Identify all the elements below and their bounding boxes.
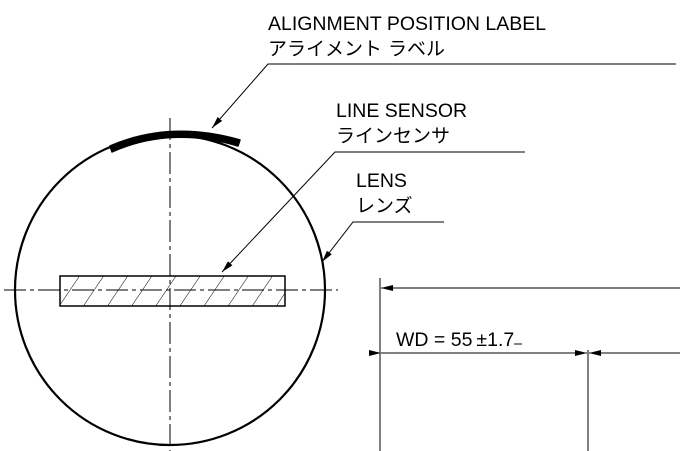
sensor-label-ja: ラインセンサ <box>336 125 450 147</box>
alignment-label-en: ALIGNMENT POSITION LABEL <box>268 13 546 35</box>
sensor-label-en: LINE SENSOR <box>336 100 467 122</box>
alignment-leader <box>211 63 676 129</box>
wd-nominal: 55 <box>451 329 473 351</box>
line-sensor-shape <box>59 275 286 307</box>
alignment-label-ja: アライメント ラベル <box>268 38 445 60</box>
lens-label-en: LENS <box>356 170 407 192</box>
wd-prefix: WD = <box>396 329 451 351</box>
lens-label-ja: レンズ <box>356 195 413 217</box>
alignment-label-mark <box>109 130 241 153</box>
sensor-leader <box>221 151 525 273</box>
wd-tol-symbol: ± <box>476 329 487 351</box>
wd-tolerance: 1.7 <box>487 329 514 351</box>
wd-dimension-text: WD = 55±1.7 <box>396 329 514 351</box>
lens-leader <box>321 221 444 263</box>
